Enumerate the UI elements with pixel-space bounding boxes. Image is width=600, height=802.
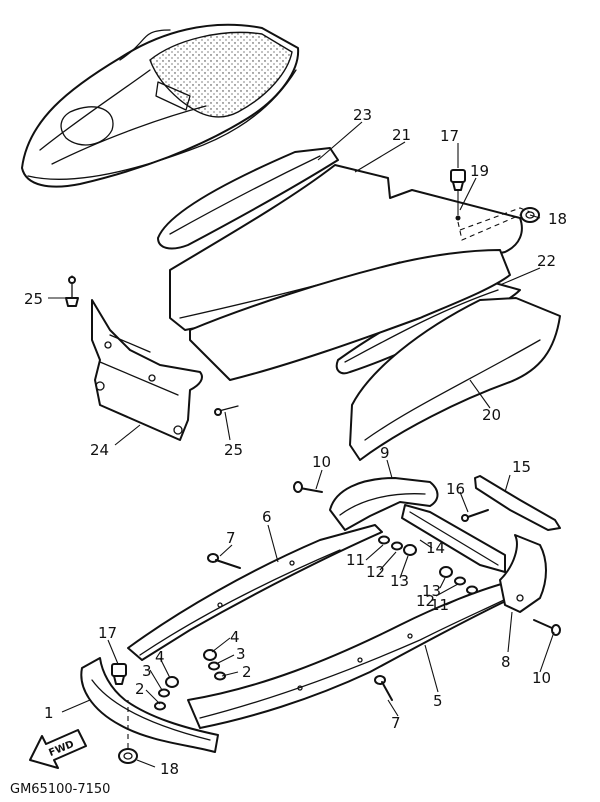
strip-15 [474, 475, 561, 531]
fwd-arrow: FWD [29, 729, 87, 769]
rail-6 [127, 524, 383, 661]
washers-2-3-4-left [154, 676, 179, 711]
mat-20 [349, 297, 561, 461]
callout-7-bottom: 7 [391, 714, 401, 732]
callout-11-right: 11 [430, 596, 449, 614]
nut-18-bottom [118, 700, 138, 764]
washers-2-3-4-right [203, 649, 226, 681]
leader-lines [48, 121, 555, 768]
grommet-17-bottom [111, 663, 127, 685]
callout-18-top: 18 [548, 210, 567, 228]
callout-1: 1 [44, 704, 54, 722]
callout-4-left: 4 [155, 648, 165, 666]
bracket-9 [329, 477, 439, 531]
grommet-17-top [450, 169, 466, 221]
callout-17-top: 17 [440, 127, 459, 145]
callout-2-left: 2 [135, 680, 145, 698]
callout-6: 6 [262, 508, 272, 526]
callout-20: 20 [482, 406, 501, 424]
callout-24: 24 [90, 441, 109, 459]
callout-8: 8 [501, 653, 511, 671]
callout-11-left: 11 [346, 551, 365, 569]
callout-13-left: 13 [390, 572, 409, 590]
callout-9: 9 [380, 444, 390, 462]
callout-25-top: 25 [24, 290, 43, 308]
callout-22: 22 [537, 252, 556, 270]
bracket-8 [499, 534, 547, 613]
mat-23 [157, 147, 339, 250]
callout-12-right: 12 [416, 592, 435, 610]
pin-16 [461, 509, 489, 522]
callout-2-right: 2 [242, 663, 252, 681]
callout-5: 5 [433, 692, 443, 710]
callout-17-bottom: 17 [98, 624, 117, 642]
bracket-24 [91, 299, 203, 441]
callout-13-right: 13 [422, 582, 441, 600]
drawing-code: GM65100-7150 [10, 782, 110, 797]
rivet-25-bottom [214, 405, 239, 416]
callout-12-left: 12 [366, 563, 385, 581]
callout-18-bottom: 18 [160, 760, 179, 778]
rail-14 [401, 504, 506, 573]
callout-15: 15 [512, 458, 531, 476]
bolt-7-bottom [374, 675, 393, 701]
bolt-10-top [293, 481, 323, 493]
callout-4-right: 4 [230, 628, 240, 646]
callout-7-left: 7 [226, 529, 236, 547]
bumper-1 [80, 657, 219, 753]
callout-3-left: 3 [142, 662, 152, 680]
callout-21: 21 [392, 126, 411, 144]
bolt-10-right [533, 619, 561, 636]
callout-10-right: 10 [532, 669, 551, 687]
bolt-7-left [207, 553, 241, 569]
callout-19: 19 [470, 162, 489, 180]
rivet-25-top [65, 275, 79, 307]
callout-16: 16 [446, 480, 465, 498]
callout-labels: 23 21 17 19 18 22 20 25 24 25 10 9 15 16… [24, 106, 567, 778]
washers-11-12-13-left [378, 535, 417, 556]
watercraft-overview [21, 23, 300, 188]
callout-10-top: 10 [312, 453, 331, 471]
callout-14: 14 [426, 539, 445, 557]
callout-23: 23 [353, 106, 372, 124]
washers-11-12-13-right [439, 566, 478, 595]
callout-25-bottom: 25 [224, 441, 243, 459]
callout-3-right: 3 [236, 645, 246, 663]
